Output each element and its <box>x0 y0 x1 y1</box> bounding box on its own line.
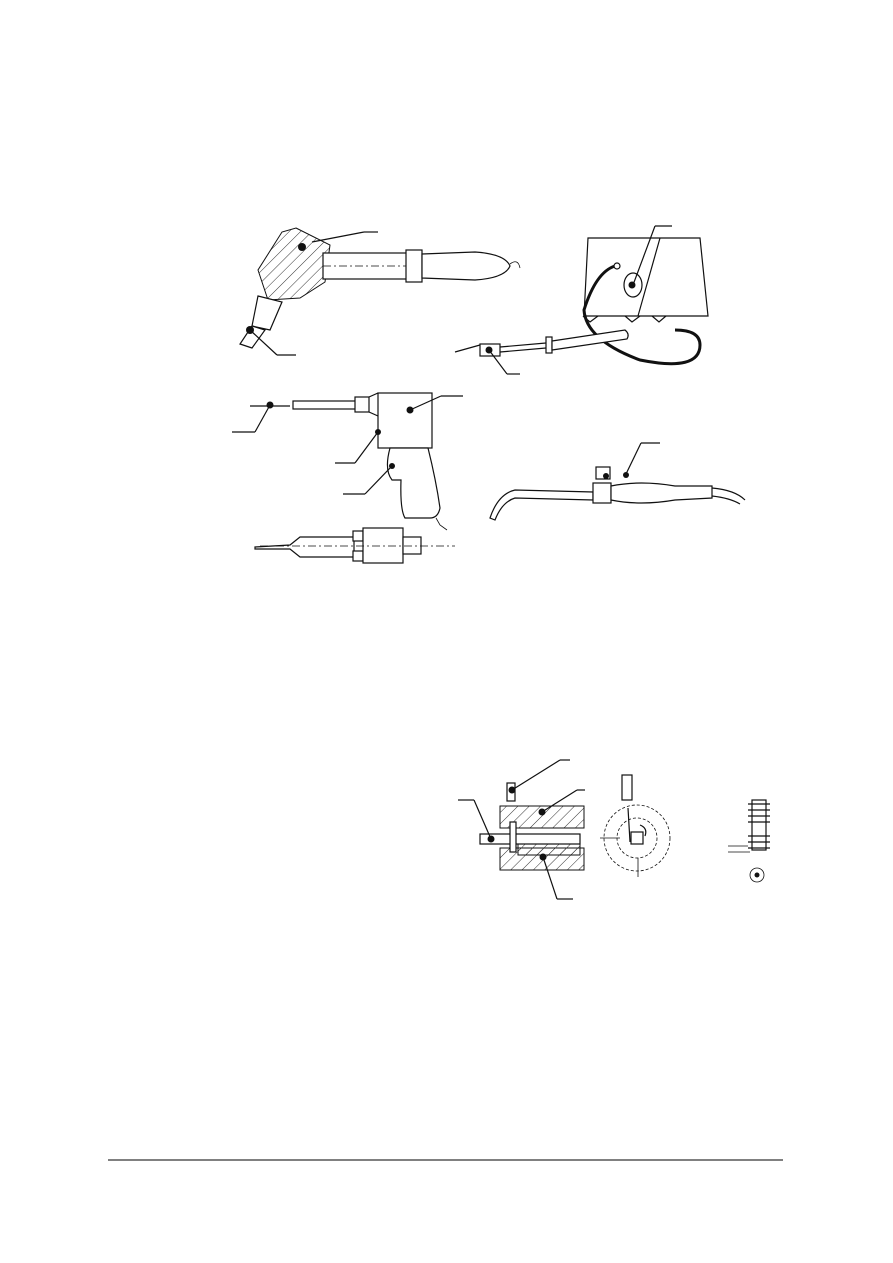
figure-coil-end-view <box>600 774 671 877</box>
figure-heat-gun-soldering-iron <box>239 227 521 356</box>
figure-soldering-gun <box>232 392 463 564</box>
figure-heating-element-section <box>458 759 585 900</box>
figure-soldering-station <box>454 225 709 375</box>
figure-gas-soldering-torch <box>489 442 746 521</box>
figure-coil-side-view <box>728 799 770 883</box>
